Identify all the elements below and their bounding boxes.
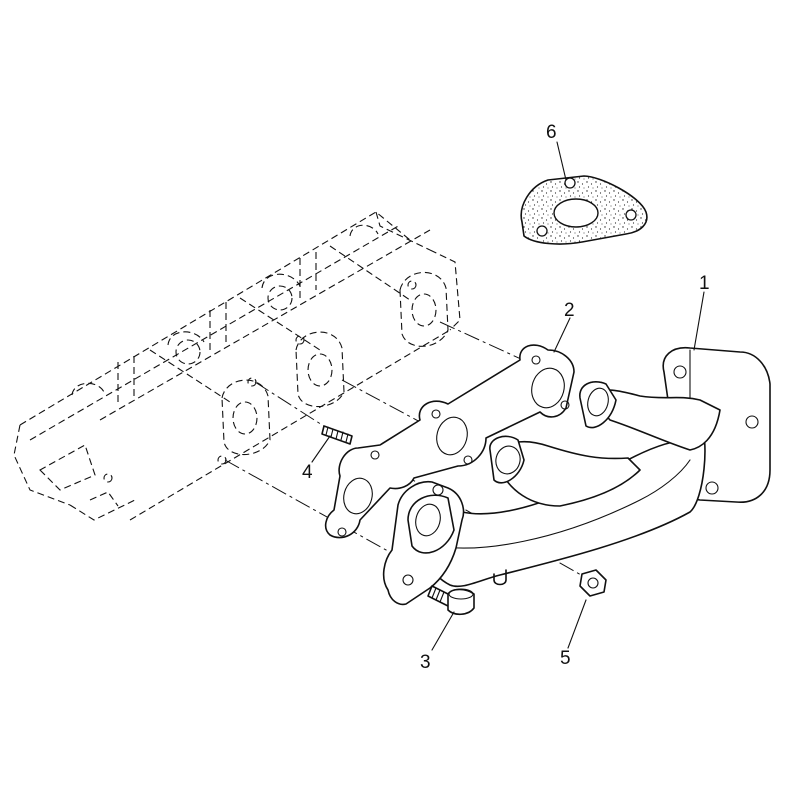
leader-3 <box>431 611 455 651</box>
leader-1 <box>693 291 705 351</box>
callout-5: 5 <box>560 648 571 669</box>
cylinder-head <box>13 211 461 521</box>
stud <box>321 425 353 445</box>
callout-labels: 1 2 3 4 5 6 <box>302 122 710 673</box>
leader-5 <box>567 599 587 649</box>
callout-3: 3 <box>420 652 431 673</box>
bolt <box>427 585 475 616</box>
callout-2: 2 <box>564 300 575 321</box>
nut <box>579 569 607 597</box>
callout-1: 1 <box>699 273 710 294</box>
leader-2 <box>553 317 571 353</box>
leader-lines <box>311 141 705 651</box>
callout-4: 4 <box>302 462 313 483</box>
outlet-flange-gasket <box>520 175 648 245</box>
leader-4 <box>311 435 331 463</box>
callout-6: 6 <box>546 122 557 143</box>
manifold-gasket <box>324 344 575 539</box>
exhaust-manifold <box>382 347 771 606</box>
leader-6 <box>556 141 567 181</box>
